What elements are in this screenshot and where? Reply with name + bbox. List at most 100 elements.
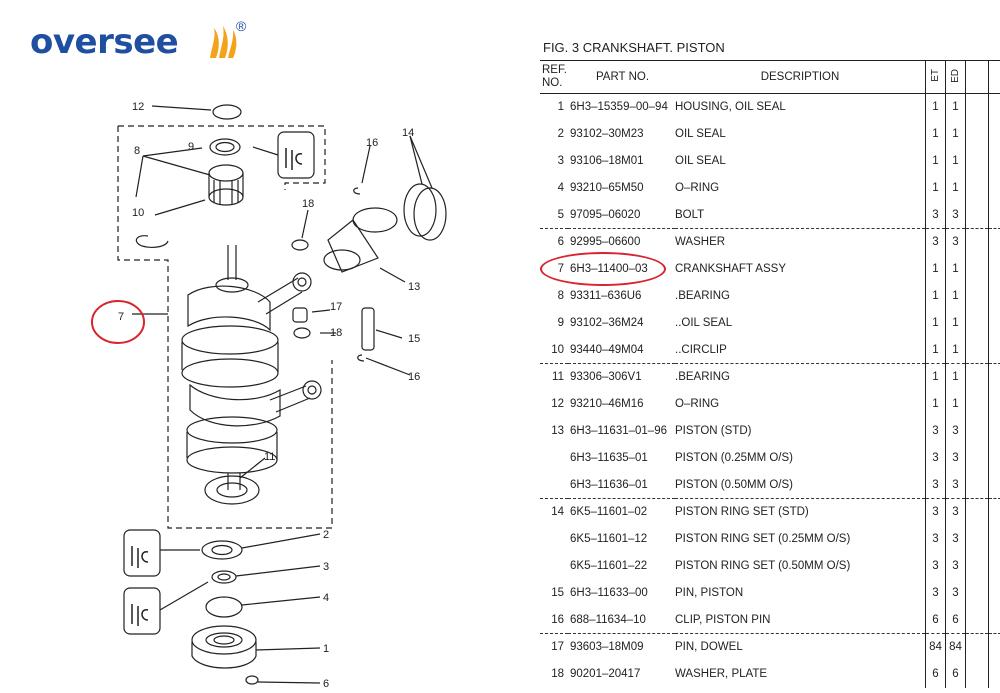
blank-cell [965, 497, 989, 526]
blank-cell [988, 201, 1000, 229]
part-3-oil-seal [211, 570, 237, 584]
blank-cell [988, 417, 1000, 445]
blank-cell [988, 552, 1000, 580]
part-10-circlip [135, 235, 169, 248]
ref-no-cell: 11 [540, 362, 568, 391]
part-no-cell: 6H3–11636–01 [570, 478, 648, 491]
blank-cell [988, 362, 1000, 391]
et-qty-cell: 1 [925, 362, 946, 391]
assembly-boundary [117, 125, 333, 529]
ref-no-cell [540, 526, 568, 553]
part-no-cell: 6H3–11400–03 [570, 263, 648, 276]
blank-cell [965, 471, 989, 499]
description-cell: PISTON (STD) [675, 424, 752, 437]
blank-cell [965, 390, 989, 418]
ed-qty-cell: 6 [945, 606, 966, 634]
part-no-cell: 93306–306V1 [568, 362, 675, 391]
blank-cell [965, 362, 989, 391]
ref-no-cell: 16 [551, 613, 564, 626]
ed-qty-cell: 3 [945, 417, 966, 445]
et-qty-cell: 3 [925, 417, 946, 445]
blank-cell [988, 497, 1000, 526]
blank-cell [988, 632, 1000, 661]
callout-3: 3 [323, 561, 329, 573]
blank-cell [988, 309, 1000, 337]
blank-cell [988, 390, 1000, 418]
ref-no-cell: 13 [551, 424, 564, 437]
part-1-housing [191, 625, 257, 669]
blank-cell [965, 552, 989, 580]
description-cell: BOLT [675, 208, 705, 221]
part-no-cell: 92995–06600 [568, 227, 675, 256]
callout-4: 4 [323, 592, 329, 604]
part-no-cell: 6K5–11601–02 [568, 497, 675, 526]
callout-7: 7 [118, 311, 124, 323]
description-header: DESCRIPTION [675, 60, 926, 94]
part-no-cell: 6K5–11601–12 [570, 533, 648, 546]
part-11-bearing [204, 475, 260, 505]
et-qty-cell: 1 [925, 93, 946, 121]
part-no-cell: 93311–636U6 [570, 289, 642, 302]
ref-no-cell: 1 [557, 101, 564, 114]
blank-cell [965, 660, 989, 688]
blank-cell [965, 417, 989, 445]
part-no-cell: 93603–18M09 [568, 632, 675, 661]
ed-qty-cell: 1 [945, 309, 966, 337]
callout-18b: 18 [330, 327, 342, 339]
part-no-cell: 688–11634–10 [570, 613, 646, 626]
description-cell: .BEARING [675, 289, 730, 302]
ed-qty-cell: 3 [945, 227, 966, 256]
description-cell: PISTON RING SET (STD) [675, 497, 926, 526]
ref-header-line1: REF. [542, 64, 567, 76]
et-qty-cell: 3 [925, 552, 946, 580]
description-cell: CRANKSHAFT ASSY [675, 263, 786, 276]
callout-6: 6 [323, 678, 329, 690]
blank-cell [988, 120, 1000, 148]
ed-qty-cell: 3 [945, 525, 966, 553]
description-cell: O–RING [675, 181, 720, 194]
ed-qty-cell: 3 [945, 444, 966, 472]
part-no-header: PART NO. [568, 60, 675, 94]
ref-no-cell: 9 [557, 316, 564, 329]
et-qty-cell: 1 [925, 120, 946, 148]
ref-no-cell: 3 [557, 154, 564, 167]
description-cell: HOUSING, OIL SEAL [675, 101, 786, 114]
part-no-cell: 93106–18M01 [570, 154, 644, 167]
seal-detail-box [277, 131, 315, 179]
ed-qty-cell: 84 [945, 632, 966, 661]
description-cell: WASHER, PLATE [675, 668, 768, 681]
blank-cell [965, 282, 989, 310]
part-8-bearing [208, 164, 244, 182]
callout-10: 10 [132, 207, 144, 219]
blank-column-header [965, 60, 989, 94]
part-no-cell: 93102–30M23 [570, 128, 644, 141]
ref-no-cell: 8 [557, 289, 564, 302]
callout-1: 1 [323, 643, 329, 655]
part-no-cell: 6H3–11633–00 [570, 586, 648, 599]
ed-qty-cell: 3 [945, 471, 966, 499]
callout-12: 12 [132, 101, 144, 113]
description-cell: PISTON (0.25MM O/S) [675, 451, 794, 464]
description-cell: CLIP, PISTON PIN [675, 613, 771, 626]
blank-cell [965, 201, 989, 229]
part-13-piston [323, 207, 406, 283]
et-qty-cell: 3 [925, 579, 946, 607]
description-cell: .BEARING [675, 362, 926, 391]
part-no-cell: 6K5–11601–22 [570, 559, 648, 572]
part-16-clip [353, 187, 361, 195]
blank-cell [965, 606, 989, 634]
ref-no-cell: 17 [540, 632, 568, 661]
ed-qty-cell: 1 [945, 282, 966, 310]
blank-cell [965, 632, 989, 661]
callout-9: 9 [188, 141, 194, 153]
